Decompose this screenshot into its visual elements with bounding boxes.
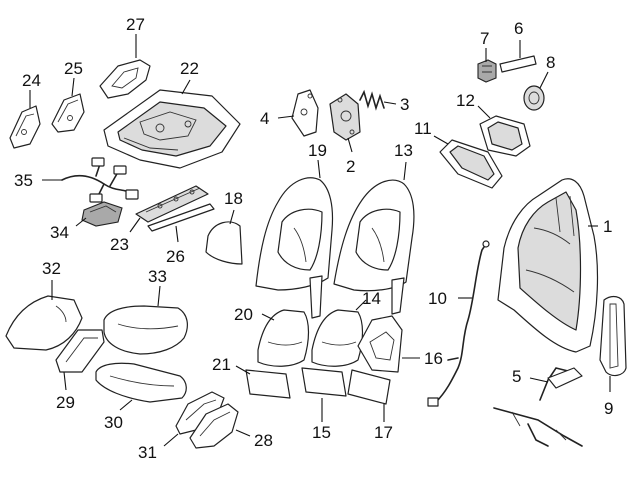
part-3-spring	[359, 89, 385, 111]
callout-25: 25	[64, 59, 83, 78]
part-6-cover-strip	[499, 55, 537, 73]
callout-22: 22	[180, 59, 199, 78]
part-20-cushion-pad	[257, 309, 310, 367]
part-14-cushion-pad	[311, 309, 364, 367]
part-34-module	[81, 201, 123, 227]
part-30-base-cushion	[95, 362, 187, 403]
part-29-trim-panel	[55, 329, 105, 373]
callout-23: 23	[110, 235, 129, 254]
callout-18: 18	[224, 189, 243, 208]
callout-29: 29	[56, 393, 75, 412]
callout-27: 27	[126, 15, 145, 34]
part-26-rod	[147, 203, 215, 232]
part-35-wiring-harness	[61, 157, 139, 203]
part-18-headrest-pad	[205, 221, 243, 265]
callout-28: 28	[254, 431, 273, 450]
part-32-side-trim	[5, 295, 83, 351]
callout-14: 14	[362, 289, 381, 308]
part-19-seat-back	[255, 177, 334, 319]
callout-9: 9	[604, 399, 613, 418]
callout-34: 34	[50, 223, 69, 242]
callout-31: 31	[138, 443, 157, 462]
part-2-recliner	[329, 93, 361, 141]
callout-7: 7	[480, 29, 489, 48]
part-31-side-trim	[175, 391, 225, 435]
part-12-trim-ring	[479, 115, 531, 157]
callout-6: 6	[514, 19, 523, 38]
callout-19: 19	[308, 141, 327, 160]
callout-13: 13	[394, 141, 413, 160]
callout-5: 5	[512, 367, 521, 386]
callout-15: 15	[312, 423, 331, 442]
callout-10: 10	[428, 289, 447, 308]
part-5-release-cable	[493, 367, 583, 447]
callout-20: 20	[234, 305, 253, 324]
part-13-seat-back	[333, 179, 415, 315]
part-22-cushion-frame	[103, 89, 241, 169]
callout-3: 3	[400, 95, 409, 114]
part-8-knob	[523, 85, 545, 111]
callout-1: 1	[603, 217, 612, 236]
callout-17: 17	[374, 423, 393, 442]
callout-26: 26	[166, 247, 185, 266]
callout-30: 30	[104, 413, 123, 432]
part-23-adjuster-rail	[135, 185, 209, 223]
part-27-bracket	[99, 59, 151, 99]
part-11-trim-ring	[439, 139, 503, 189]
callout-labels: 1 2 3 4 5 6 7 8 9 10 11 12 13 14 15 16 1…	[14, 15, 613, 462]
callout-12: 12	[456, 91, 475, 110]
callout-16: 16	[424, 349, 443, 368]
leader-lines	[29, 34, 611, 447]
part-9-trim-strip	[599, 295, 627, 377]
part-25-side-bracket	[51, 93, 85, 133]
callout-4: 4	[260, 109, 269, 128]
callout-21: 21	[212, 355, 231, 374]
part-17-pad	[347, 369, 391, 405]
part-21-pad	[245, 369, 291, 399]
part-16-side-panel	[357, 315, 403, 373]
callout-35: 35	[14, 171, 33, 190]
part-24-side-bracket	[9, 105, 41, 149]
part-10-cable	[427, 240, 490, 407]
part-33-seat-cushion	[103, 305, 188, 355]
callout-33: 33	[148, 267, 167, 286]
part-1-backrest-shell	[497, 178, 599, 353]
part-28-side-trim	[189, 403, 239, 449]
callout-32: 32	[42, 259, 61, 278]
callout-11: 11	[414, 119, 432, 138]
part-4-bracket	[291, 89, 319, 137]
callout-8: 8	[546, 53, 555, 72]
callout-2: 2	[346, 157, 355, 176]
part-7-latch	[477, 59, 497, 83]
callout-24: 24	[22, 71, 41, 90]
part-15-pad	[301, 367, 347, 397]
